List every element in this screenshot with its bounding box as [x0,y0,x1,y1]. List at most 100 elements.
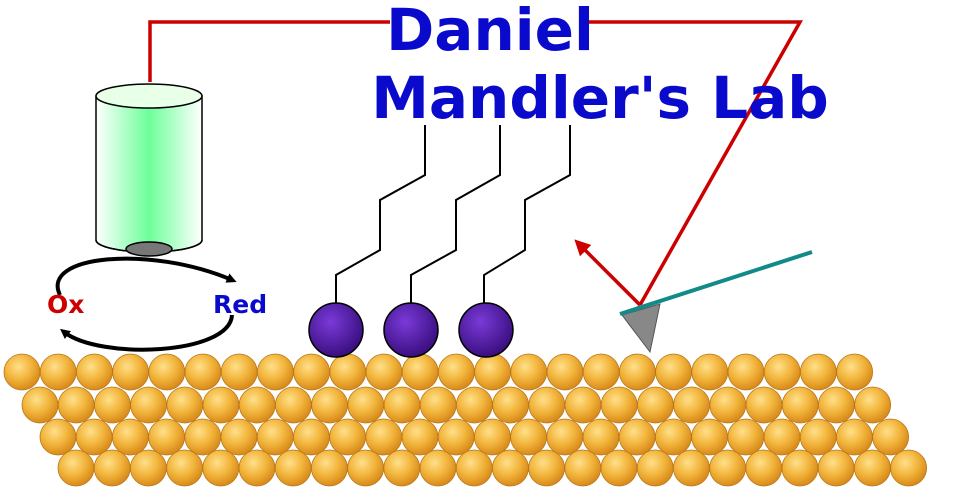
gold-atom [474,353,512,391]
gold-atom [437,353,475,391]
gold-atom [93,449,131,487]
gold-atom [455,449,493,487]
gold-atom [492,386,530,424]
gold-atom [39,353,77,391]
gold-atom [528,386,566,424]
gold-atom [129,449,167,487]
gold-atom [890,449,927,487]
gold-atom [3,353,41,391]
cycle-arrows-icon [55,256,237,352]
gold-atom [329,353,367,391]
gold-atom [437,418,475,456]
reflected-laser-arrow [574,239,642,307]
gold-atom [112,353,150,391]
molecule-chains [335,125,571,305]
ox-label: Ox [47,290,84,319]
gold-substrate [3,353,927,487]
gold-atom [329,418,367,456]
gold-atom [238,449,276,487]
electrode-tip [125,241,173,257]
gold-atom [57,386,95,424]
gold-atom [691,418,728,456]
gold-atom [528,449,565,487]
gold-atom [274,386,312,424]
gold-atom [673,386,710,424]
gold-atom [365,418,403,456]
gold-atom [618,418,656,456]
gold-atom [166,386,204,424]
gold-atom [709,449,746,487]
gold-atom [76,353,113,391]
gold-atom [745,449,783,487]
gold-atom [347,386,385,424]
gold-atom [781,449,819,487]
gold-atom [202,386,240,424]
gold-atom [781,386,819,424]
afm-tip [621,303,661,354]
afm-cantilever-tip-icon [619,250,813,354]
wire-to-electrode [148,20,390,82]
title-line-2: Mandler's Lab [371,64,829,132]
gold-atom [763,353,801,391]
gold-atom [148,418,186,456]
gold-atom [673,449,710,487]
connection-wires [148,20,803,306]
gold-atom [274,449,312,487]
gold-atom [220,418,258,456]
gold-atom [546,353,584,391]
microelectrode-cylinder-icon [95,83,203,257]
gold-atom [491,449,529,487]
gold-atom [256,418,294,456]
gold-atom [310,449,348,487]
red-label: Red [213,290,267,319]
gold-atom [546,418,584,456]
gold-atom [311,386,349,424]
title-line-1: Daniel [386,0,594,64]
gold-atom [75,418,113,456]
gold-atom [637,386,674,424]
gold-atom [600,449,638,487]
gold-atom [238,386,276,424]
gold-atom [745,386,783,424]
nanoparticles [308,302,514,358]
gold-atom [202,449,240,487]
gold-atom [57,449,95,487]
nanoparticle-2 [383,302,439,358]
gold-atom [564,386,602,424]
gold-atom [148,353,186,391]
gold-atom [854,386,891,424]
gold-atom [111,418,149,456]
gold-atom [818,386,855,424]
gold-atom [709,386,747,424]
gold-atom [419,386,457,424]
nanoparticle-3 [458,302,514,358]
gold-atom [800,353,837,391]
gold-atom [619,353,656,391]
gold-atom [39,418,77,456]
gold-atom [94,386,131,424]
gold-atom [836,353,873,391]
gold-atom [799,418,837,456]
gold-atom [21,386,59,424]
gold-atom [510,418,547,456]
gold-atom [455,386,493,424]
gold-atom [292,418,330,456]
gold-atom [510,353,548,391]
gold-atom [365,353,403,391]
gold-atom [582,418,620,456]
gold-atom [817,449,855,487]
gold-atom [691,353,729,391]
gold-atom [655,353,692,391]
gold-atom [184,418,222,456]
gold-atom [763,418,801,456]
title-backdrop [395,0,585,58]
gold-atom [184,353,222,391]
gold-atom [872,418,909,456]
gold-atom [347,449,385,487]
molecule-chain-2 [410,125,501,305]
gold-atom [854,449,891,487]
molecule-chain-1 [335,125,426,305]
gold-atom [564,449,602,487]
gold-atom [166,449,204,487]
